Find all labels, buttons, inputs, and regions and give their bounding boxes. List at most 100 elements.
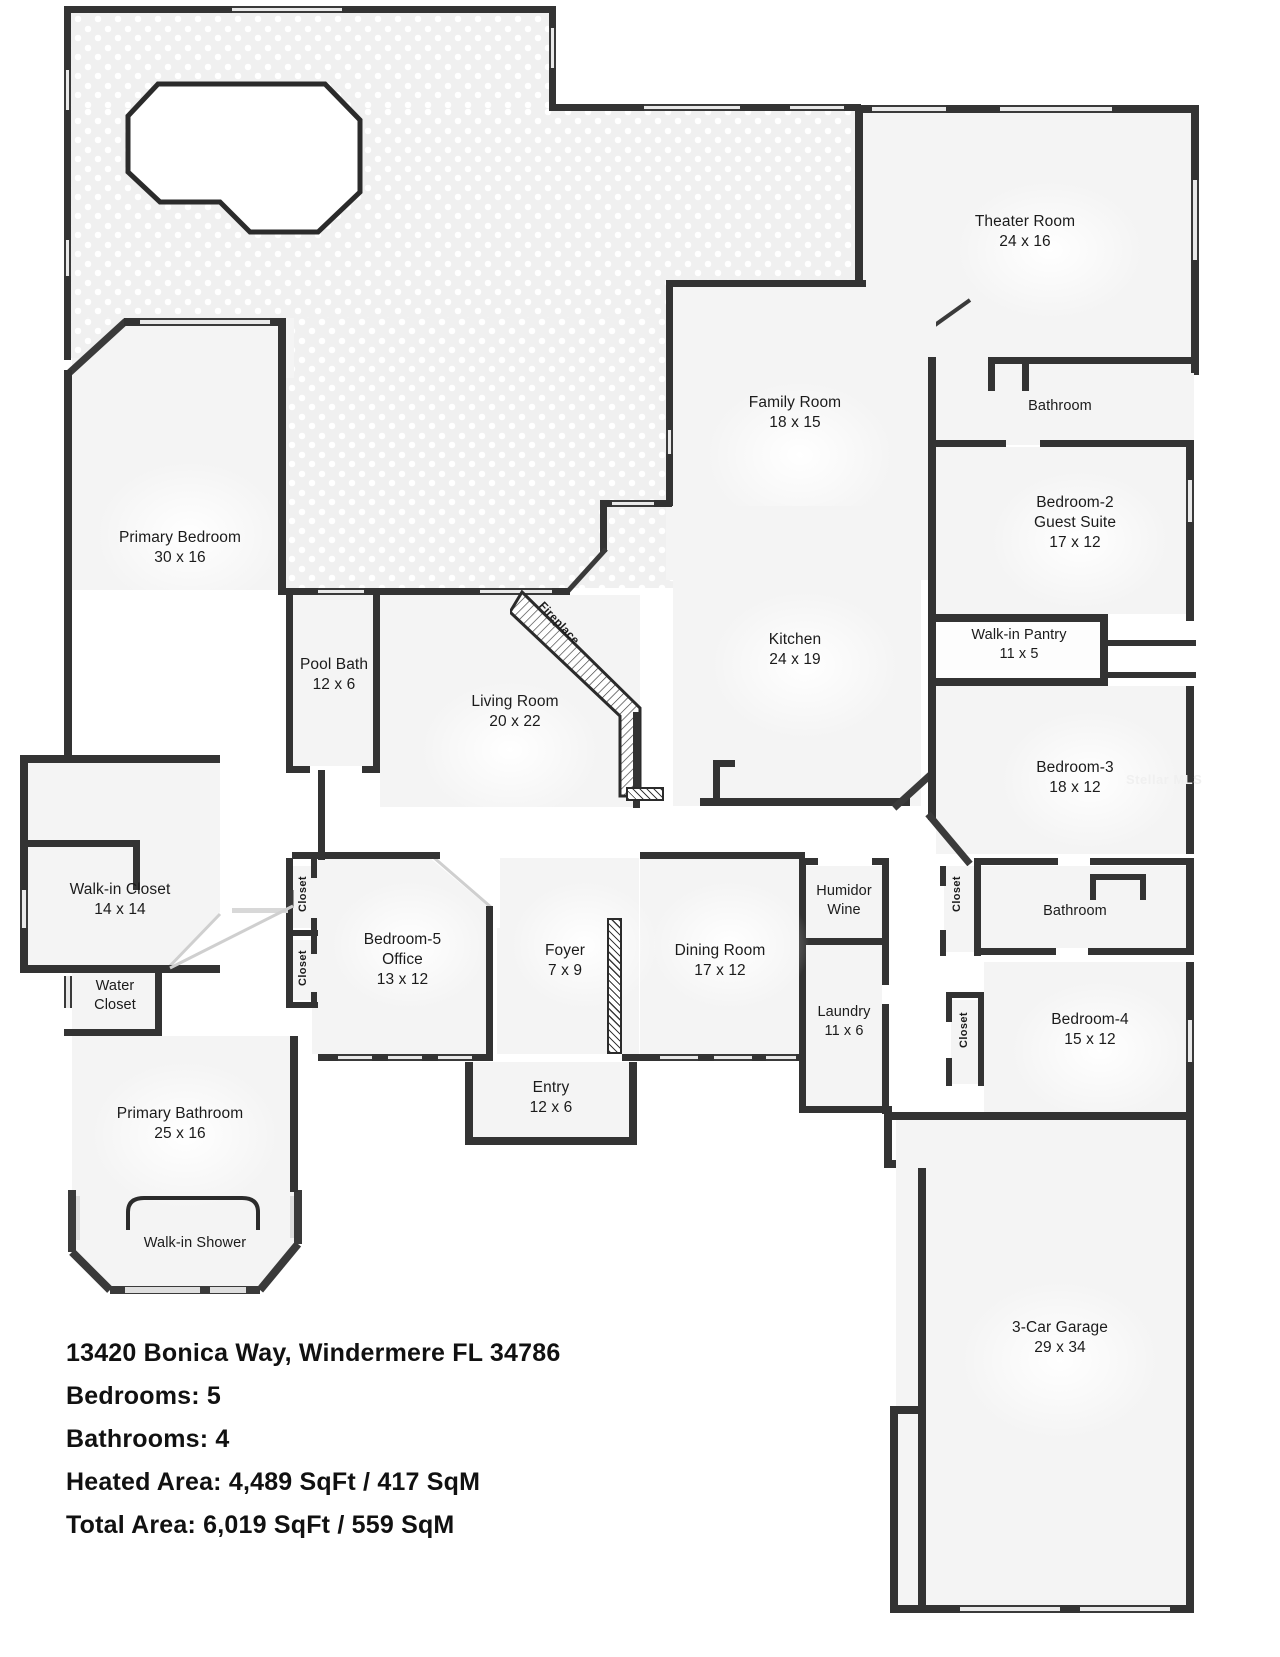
room-name: Living Room xyxy=(471,693,559,710)
wic-primary-angle xyxy=(169,890,294,970)
bath-up-wall-vert-2 xyxy=(1022,357,1029,391)
room-sub: Guest Suite xyxy=(1033,514,1117,531)
bath-low-wall-bottom-2 xyxy=(1088,948,1194,955)
family-wall-left-2 xyxy=(666,452,673,506)
room-name: Bedroom-5 xyxy=(363,931,442,948)
room-label-walkin-closet: Walk-in Closet 14 x 14 xyxy=(30,880,210,920)
room-label-bedroom5: Bedroom-5 Office 13 x 12 xyxy=(320,930,485,990)
pantry-corridor-wall-top xyxy=(1108,640,1196,646)
living-deck-wall xyxy=(378,588,570,595)
closet-bed5-lower-bottom xyxy=(286,1002,318,1008)
front-window-6 xyxy=(766,1054,796,1061)
laundry-wall-left xyxy=(799,945,806,1113)
hall-wall-vert xyxy=(318,770,325,860)
wc-wall-bottom xyxy=(64,1029,162,1036)
family-jog-left xyxy=(600,500,607,552)
front-window-4 xyxy=(660,1054,698,1061)
room-bathroom-lower xyxy=(981,866,1194,948)
room-name: Laundry xyxy=(817,1004,871,1020)
closet-label-bed3: Closet xyxy=(951,876,963,912)
laundry-wall-right xyxy=(882,945,889,985)
humidor-door xyxy=(818,858,872,865)
primary-bath-wall-right xyxy=(290,1036,298,1192)
bath-low-wall-top xyxy=(974,858,1058,865)
room-water-closet xyxy=(72,973,160,1029)
kitchen-counter xyxy=(713,760,735,767)
walkin-closet-corner xyxy=(150,900,230,980)
room-name: Primary Bathroom xyxy=(116,1105,244,1122)
dining-wall-top xyxy=(640,852,805,859)
humidor-wall-right xyxy=(882,858,889,944)
room-dim: 24 x 19 xyxy=(769,651,821,668)
bath-up-wall-left xyxy=(928,357,936,447)
closet-bed5-divider xyxy=(286,930,318,936)
closet-bed3-wall-right xyxy=(974,858,981,956)
primary-bed-wall-left xyxy=(64,370,72,764)
room-label-bedroom2: Bedroom-2 Guest Suite 17 x 12 xyxy=(985,493,1165,553)
bath-low-fixture-left xyxy=(1090,874,1096,900)
room-label-entry: Entry 12 x 6 xyxy=(470,1078,632,1118)
room-laundry xyxy=(805,945,882,1113)
room-dim: 11 x 5 xyxy=(999,646,1039,662)
room-dim: 18 x 12 xyxy=(1049,779,1101,796)
room-label-bathroom-upper: Bathroom xyxy=(980,397,1140,416)
room-dim: 18 x 15 xyxy=(769,414,821,431)
room-label-walkin-shower: Walk-in Shower xyxy=(110,1234,280,1253)
deck-window-topright-2 xyxy=(790,104,844,111)
caption-address: 13420 Bonica Way, Windermere FL 34786 xyxy=(66,1339,561,1367)
caption-bathrooms: Bathrooms: 4 xyxy=(66,1425,230,1453)
garage-wall-right xyxy=(1186,1112,1194,1612)
bed3-angle-wall xyxy=(925,811,973,867)
pool-shape xyxy=(125,81,363,235)
room-name: Theater Room xyxy=(974,213,1076,230)
deck-window-top xyxy=(232,6,342,13)
fireplace xyxy=(510,589,642,798)
pool-bath-door xyxy=(310,766,362,773)
room-name: Walk-in Shower xyxy=(143,1235,247,1251)
closet-bed3 xyxy=(944,866,974,952)
theater-window-right xyxy=(1191,180,1199,260)
pantry-wall-right xyxy=(1100,614,1108,686)
garage-wall-left-jog xyxy=(890,1406,924,1414)
room-label-garage: 3-Car Garage 29 x 34 xyxy=(965,1318,1155,1358)
bath-low-fixture-right xyxy=(1140,874,1146,900)
room-bathroom-upper xyxy=(936,373,1194,445)
room-pool-bath xyxy=(286,595,380,767)
room-label-laundry: Laundry 11 x 6 xyxy=(806,1003,882,1041)
room-name: Bedroom-4 xyxy=(1051,1011,1129,1028)
room-name: Pool Bath xyxy=(299,656,369,673)
wc-wall-right xyxy=(155,966,162,1036)
bed3-wall-right xyxy=(1186,686,1194,854)
pool-deck-area-2 xyxy=(64,108,860,318)
theater-window-top-2 xyxy=(1000,105,1112,113)
room-dim: 17 x 12 xyxy=(1049,534,1101,551)
room-name: Walk-in Closet xyxy=(69,881,171,898)
living-wall-right xyxy=(633,712,640,808)
front-wall-connector xyxy=(884,1106,892,1166)
deck-texture xyxy=(64,6,556,114)
closet-bed5-lower xyxy=(292,940,314,1000)
room-dim: 12 x 6 xyxy=(312,676,356,693)
room-label-bedroom4: Bedroom-4 15 x 12 xyxy=(1000,1010,1180,1050)
entry-wall-bottom xyxy=(465,1137,637,1145)
bed2-wall-left xyxy=(928,447,936,621)
closet-label-bed4: Closet xyxy=(958,1012,970,1048)
wic-interior-wall xyxy=(20,840,140,847)
room-dim: 15 x 12 xyxy=(1064,1031,1116,1048)
primary-bed-window-top xyxy=(140,318,270,326)
deck-window-left-2 xyxy=(64,240,71,276)
plan-caption: 13420 Bonica Way, Windermere FL 34786 Be… xyxy=(66,1332,560,1547)
room-label-pantry: Walk-in Pantry 11 x 5 xyxy=(940,626,1098,664)
kitchen-wall-bottom xyxy=(700,798,910,806)
deck-window-right xyxy=(549,28,556,68)
entry-wall-left xyxy=(465,1062,473,1144)
pool-bath-wall-left xyxy=(286,595,293,773)
foyer-column xyxy=(607,918,622,1054)
room-name: Family Room xyxy=(748,394,842,411)
bed2-wall-right xyxy=(1186,447,1194,621)
pantry-corridor-wall-bottom xyxy=(1108,672,1196,678)
room-label-humidor: Humidor Wine xyxy=(806,882,882,920)
pantry-wall-top xyxy=(928,614,1108,622)
family-window-left xyxy=(666,430,673,454)
